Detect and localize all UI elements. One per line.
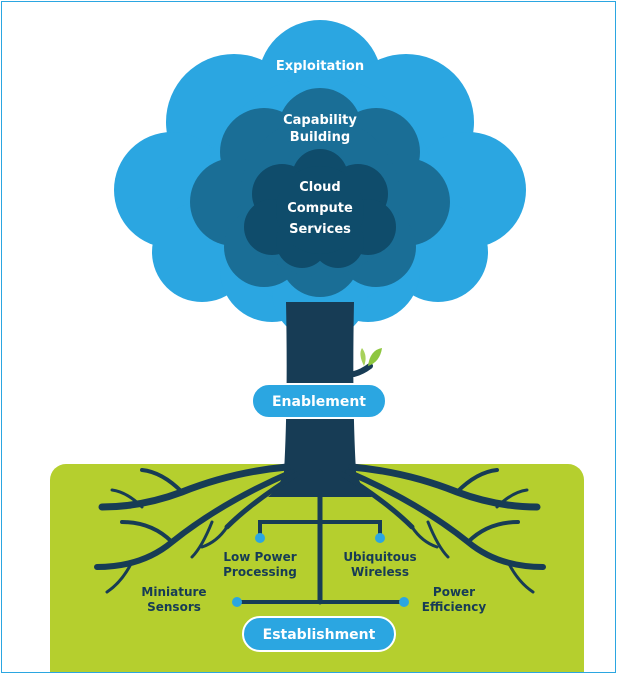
enablement-pill <box>251 383 387 419</box>
wireless-label-line1: Ubiquitous <box>343 550 416 564</box>
enablement-label: Enablement <box>272 394 366 410</box>
power-dot <box>399 597 409 607</box>
sensors-label-line1: Miniature <box>141 585 206 599</box>
tree-roots <box>94 463 546 605</box>
cloud-compute-label-line2: Compute <box>287 201 353 216</box>
low-power-dot <box>255 533 265 543</box>
sensors-dot <box>232 597 242 607</box>
cloud-compute-label-line3: Services <box>289 222 351 237</box>
low-power-label-line1: Low Power <box>223 550 296 564</box>
wireless-dot <box>375 533 385 543</box>
trunk-branch <box>351 363 373 377</box>
capability-label-line1: Capability <box>283 113 357 128</box>
establishment-pill <box>242 616 396 652</box>
power-label-line2: Efficiency <box>422 600 487 614</box>
cloud-compute-label-line1: Cloud <box>299 180 341 195</box>
ground-panel <box>50 464 584 672</box>
establishment-label: Establishment <box>263 627 376 643</box>
exploitation-label: Exploitation <box>276 59 364 74</box>
wireless-label-line2: Wireless <box>351 565 409 579</box>
capability-label-line2: Building <box>290 130 350 145</box>
leaf-icon <box>360 348 382 366</box>
power-label-line1: Power <box>433 585 475 599</box>
cloud-compute-cloud <box>244 149 396 268</box>
sensors-label-line2: Sensors <box>147 600 201 614</box>
low-power-label-line2: Processing <box>223 565 297 579</box>
